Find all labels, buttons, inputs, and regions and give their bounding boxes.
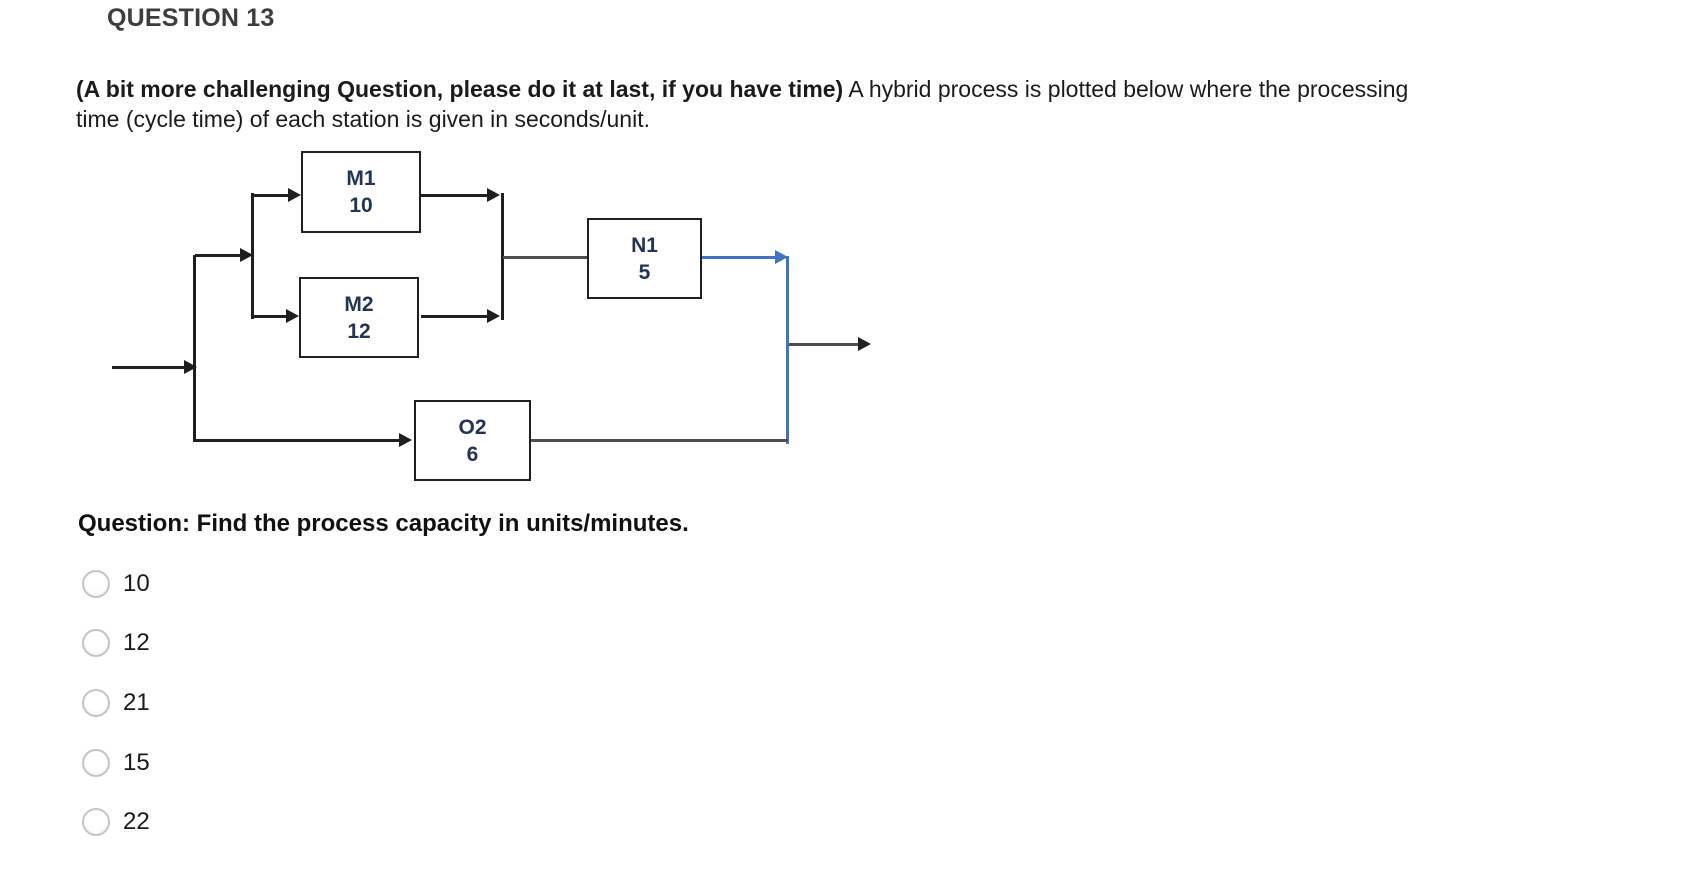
answer-option-row: 21: [82, 689, 150, 717]
answer-option-label: 21: [123, 689, 150, 716]
radio-button[interactable]: [82, 570, 110, 598]
arrow-head-m-split: [240, 248, 253, 262]
arrow-head-m1-in: [288, 188, 301, 202]
flow-line-merge-vertical-blue: [786, 256, 789, 444]
arrow-head-m2-in: [286, 309, 299, 323]
question-text: Question: Find the process capacity in u…: [78, 510, 689, 537]
flow-line-m1-out: [421, 194, 487, 197]
radio-button[interactable]: [82, 808, 110, 836]
arrow-head-n1-out-blue: [775, 250, 788, 264]
flow-line-split-vertical: [193, 255, 196, 442]
prompt-bold-intro: (A bit more challenging Question, please…: [76, 76, 844, 102]
answer-option-label: 12: [123, 629, 150, 656]
radio-button[interactable]: [82, 749, 110, 777]
flow-line-merge-vertical: [501, 193, 504, 320]
answer-option-label: 22: [123, 808, 150, 835]
question-number-heading: QUESTION 13: [107, 4, 275, 32]
flow-line-m-split-vertical: [251, 193, 254, 319]
answer-option-label: 10: [123, 570, 150, 597]
station-box-m2: M2 12: [299, 277, 419, 358]
flow-line-input: [112, 366, 186, 369]
flow-line-m2-out: [421, 315, 487, 318]
station-box-m1: M1 10: [301, 151, 421, 233]
station-m2-cycle-time: 12: [347, 319, 371, 343]
arrow-head-m1-out: [487, 188, 500, 202]
flow-line-m1-in: [253, 194, 288, 197]
station-o2-cycle-time: 6: [466, 442, 479, 466]
arrow-head-output: [858, 337, 871, 351]
station-box-o2: O2 6: [414, 400, 531, 481]
radio-button[interactable]: [82, 629, 110, 657]
flow-line-to-m-split: [195, 254, 240, 257]
radio-button[interactable]: [82, 689, 110, 717]
flow-line-n1-out-blue: [702, 256, 775, 259]
answer-option-row: 10: [82, 570, 150, 598]
flow-line-output: [789, 343, 858, 346]
station-o2-id: O2: [458, 415, 487, 439]
arrow-head-o2-in: [399, 433, 412, 447]
answer-option-row: 22: [82, 808, 150, 836]
answer-option-label: 15: [123, 749, 150, 776]
flow-line-o2-out: [531, 439, 788, 442]
station-m1-id: M1: [346, 167, 376, 190]
arrow-head-m2-out: [487, 309, 500, 323]
flow-line-m2-in: [253, 315, 286, 318]
flow-line-o2-in: [195, 439, 399, 442]
prompt-rest: A hybrid process is plotted below where …: [76, 76, 1409, 132]
answer-option-row: 12: [82, 629, 150, 657]
flow-line-to-n1: [503, 256, 587, 259]
station-m1-cycle-time: 10: [349, 194, 373, 217]
station-n1-cycle-time: 5: [638, 260, 651, 284]
station-n1-id: N1: [631, 233, 658, 257]
station-m2-id: M2: [344, 292, 374, 316]
answer-option-row: 15: [82, 749, 150, 777]
question-prompt: (A bit more challenging Question, please…: [76, 74, 1442, 134]
station-box-n1: N1 5: [587, 218, 702, 299]
